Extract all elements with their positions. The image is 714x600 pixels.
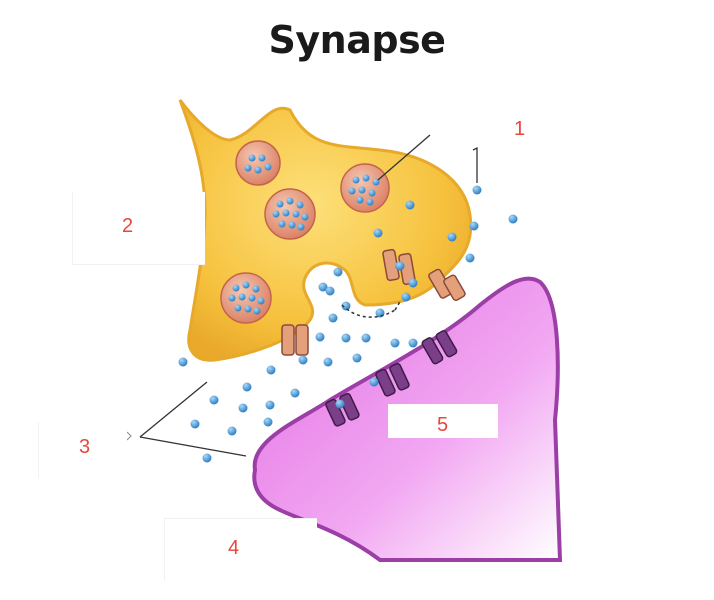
leader-line-3b (139, 436, 247, 457)
label-4: 4 (228, 537, 240, 559)
presynaptic-terminal (178, 99, 473, 362)
synaptic-vesicle (220, 272, 272, 324)
synaptic-vesicle (264, 188, 316, 240)
leader-line-3a (139, 381, 208, 438)
postsynaptic-receptor (375, 362, 410, 397)
label-2: 2 (122, 215, 134, 237)
presynaptic-channel (382, 248, 416, 286)
postsynaptic-receptor (325, 392, 360, 427)
label-box-4 (164, 518, 317, 581)
leader-line-1b (472, 146, 478, 183)
label-5: 5 (437, 414, 449, 436)
neurotransmitter-molecules (178, 185, 518, 463)
label-1: 1 (514, 118, 526, 140)
label-box-3 (38, 422, 127, 478)
label-box-2 (72, 192, 205, 265)
synaptic-vesicle (235, 140, 281, 186)
label-box-5 (388, 404, 498, 438)
presynaptic-channel (281, 324, 309, 356)
synaptic-vesicle (340, 163, 390, 213)
label-3: 3 (79, 436, 91, 458)
postsynaptic-receptor (421, 330, 458, 365)
diagram-title: Synapse (268, 18, 446, 62)
presynaptic-channel (428, 268, 466, 302)
leader-line-1 (377, 134, 431, 181)
